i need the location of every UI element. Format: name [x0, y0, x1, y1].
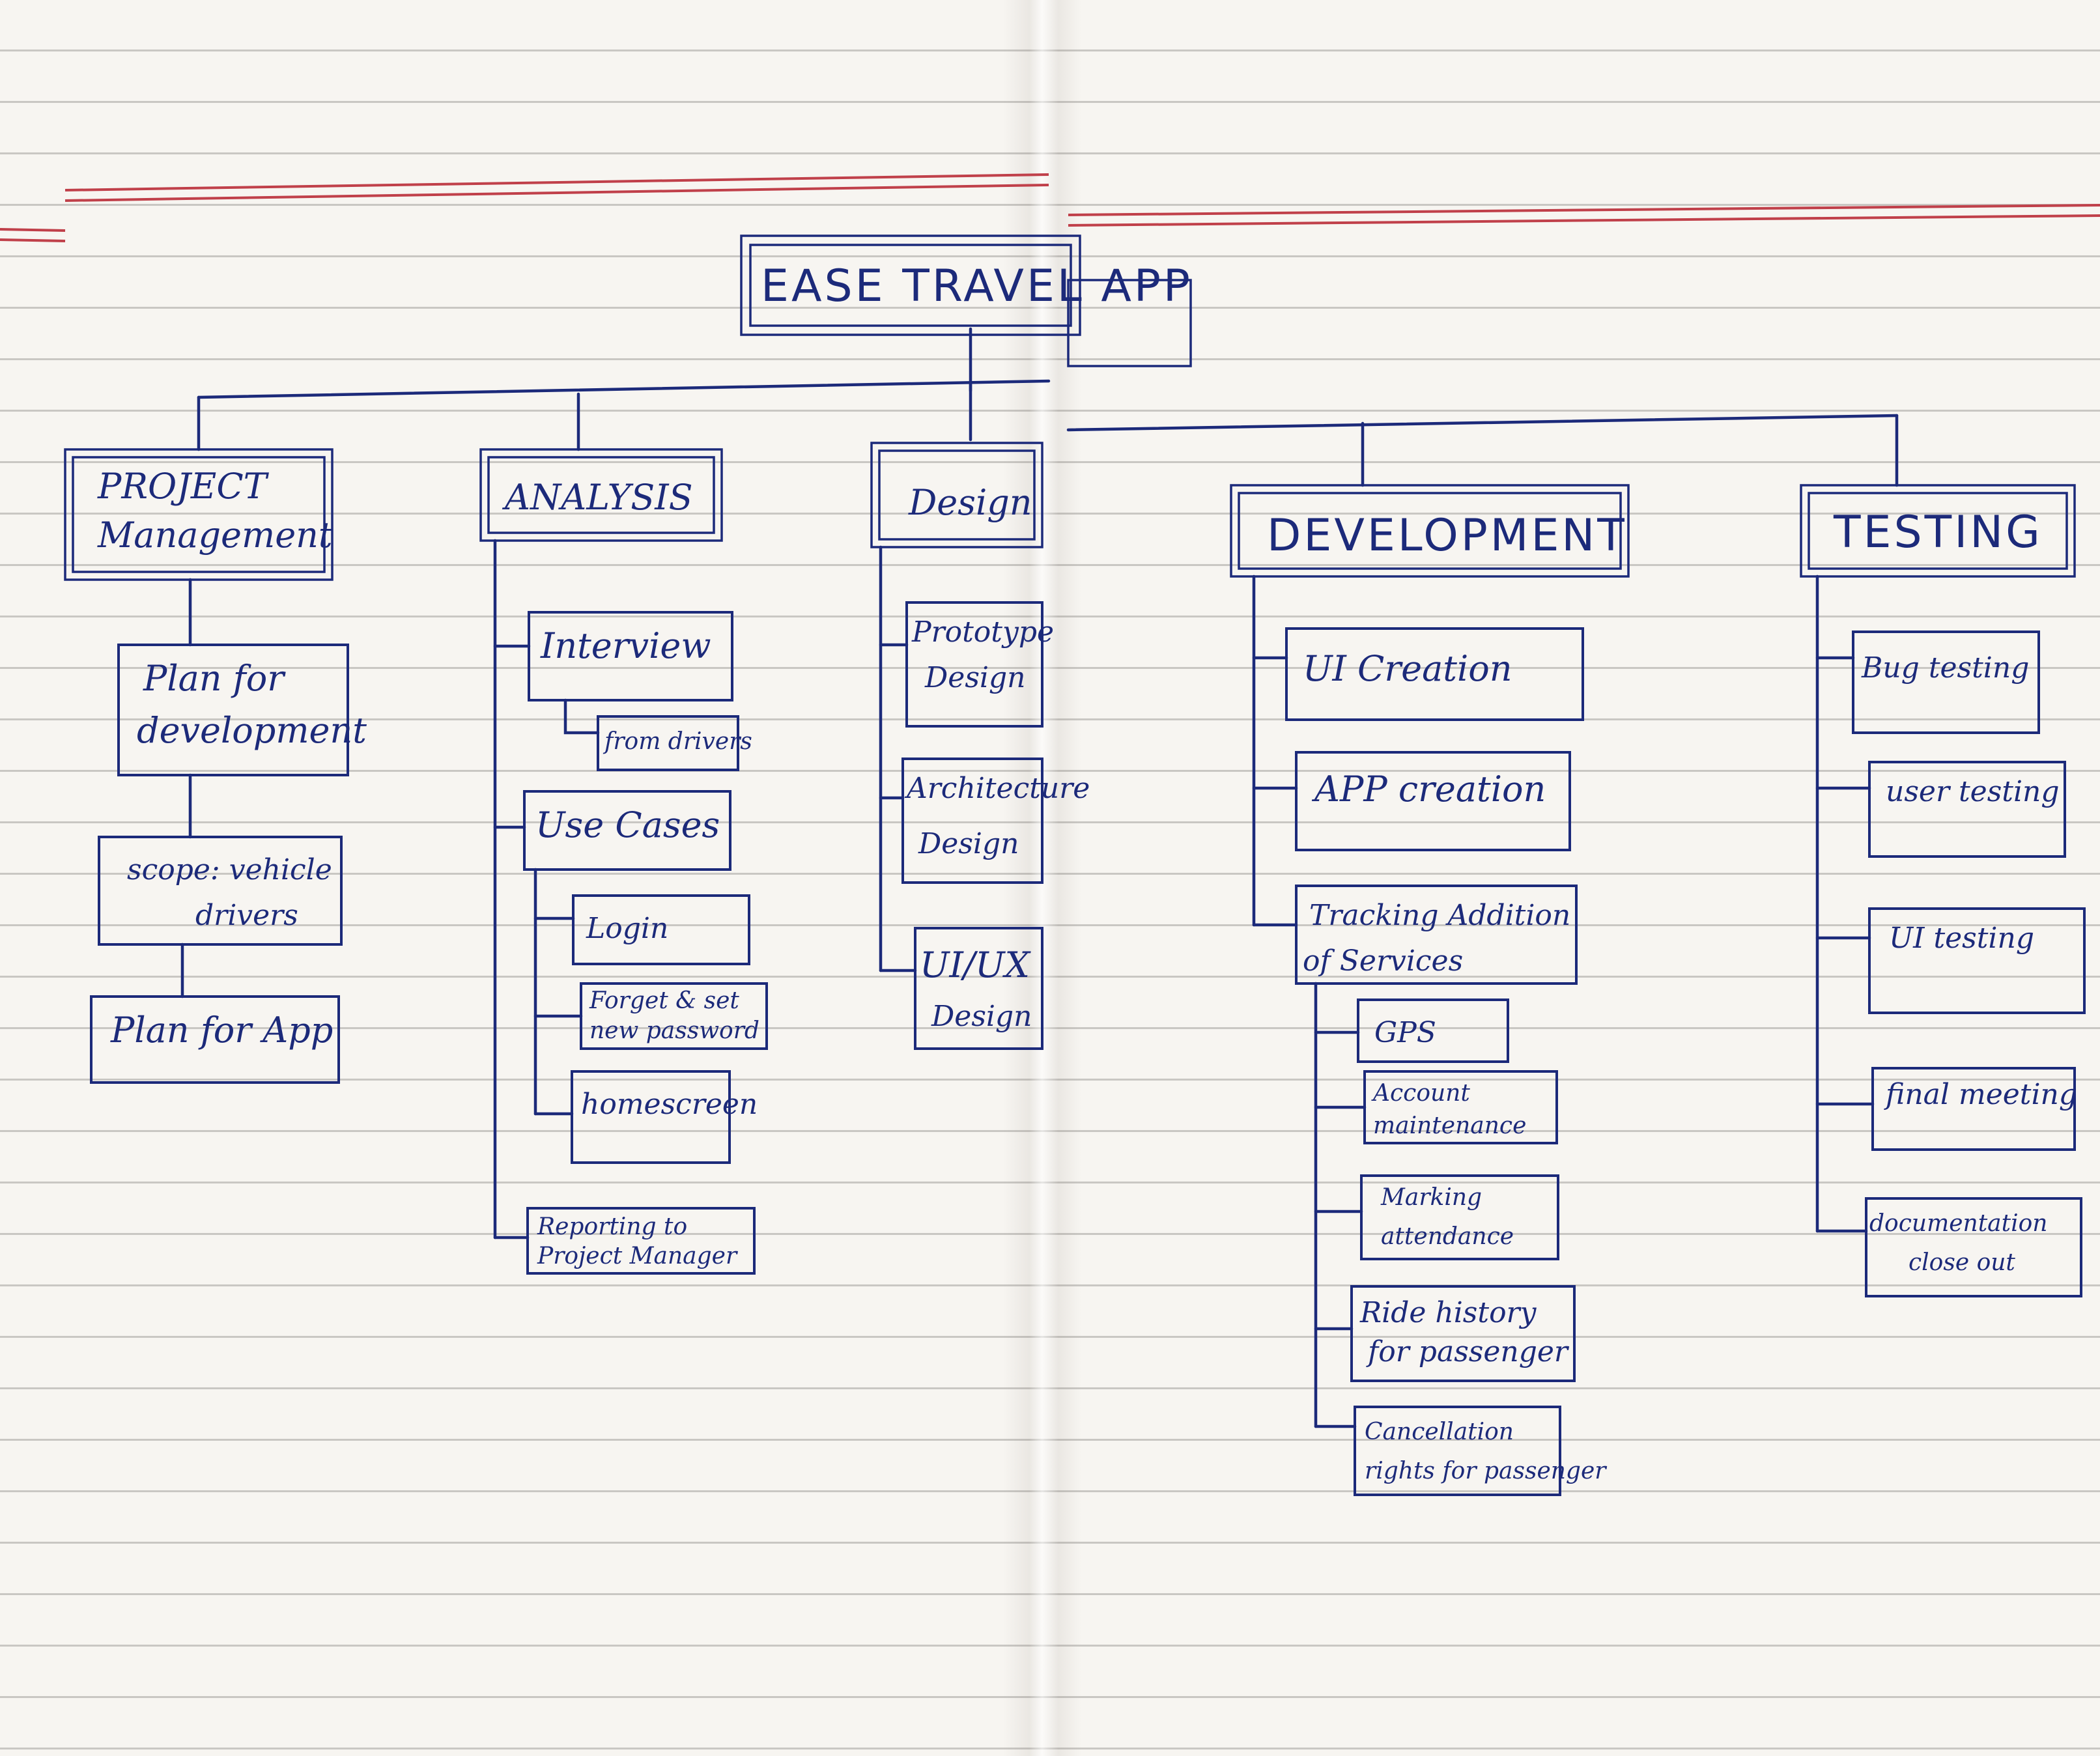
branch-project-management: PROJECT Management Plan for development …	[64, 448, 367, 1084]
development-item-account-line2: maintenance	[1373, 1112, 1526, 1139]
development-item-tracking-line2: of Services	[1303, 944, 1463, 978]
development-item-ui-creation: UI Creation	[1303, 648, 1512, 689]
development-item-marking-line2: attendance	[1381, 1223, 1514, 1250]
development-item-cancellation-line2: rights for passenger	[1365, 1458, 1607, 1484]
pm-item-2-line1: scope: vehicle	[127, 853, 332, 886]
pm-title-line1: PROJECT	[97, 466, 270, 507]
testing-item-bug: Bug testing	[1861, 651, 2029, 685]
testing-item-user: user testing	[1886, 775, 2060, 808]
design-item-1-line1: Prototype	[911, 616, 1054, 649]
development-item-account-line1: Account	[1371, 1080, 1470, 1107]
development-item-cancellation-line1: Cancellation	[1365, 1419, 1514, 1445]
analysis-item-from-drivers: from drivers	[603, 728, 752, 755]
testing-item-documentation-line1: documentation	[1869, 1210, 2047, 1237]
root-title: EASE TRAVEL APP	[761, 261, 1193, 312]
pm-title-line2: Management	[97, 515, 333, 556]
analysis-item-reporting-line2: Project Manager	[537, 1243, 738, 1269]
pm-item-1-line1: Plan for	[143, 658, 286, 699]
pm-item-3: Plan for App	[110, 1010, 333, 1051]
development-item-marking-line1: Marking	[1380, 1184, 1482, 1211]
analysis-item-homescreen: homescreen	[581, 1088, 758, 1121]
analysis-item-interview: Interview	[540, 625, 711, 666]
analysis-item-use-cases: Use Cases	[535, 804, 720, 845]
pm-item-1-line2: development	[137, 710, 367, 751]
analysis-item-forget-line2: new password	[589, 1017, 759, 1044]
analysis-item-forget-line1: Forget & set	[589, 987, 739, 1014]
analysis-item-reporting-line1: Reporting to	[537, 1213, 687, 1240]
testing-item-final-meeting: final meeting	[1884, 1078, 2077, 1111]
development-item-ride-history-line2: for passenger	[1366, 1335, 1570, 1368]
development-title: DEVELOPMENT	[1267, 510, 1627, 561]
development-item-tracking-line1: Tracking Addition	[1309, 899, 1570, 932]
analysis-item-login: Login	[586, 912, 668, 945]
branch-testing: TESTING Bug testing user testing UI test…	[1800, 484, 2086, 1297]
testing-item-ui: UI testing	[1889, 922, 2034, 955]
analysis-title: ANALYSIS	[502, 477, 693, 518]
development-item-app-creation: APP creation	[1311, 769, 1546, 810]
design-item-2-line1: Architecture	[904, 772, 1090, 805]
design-title: Design	[908, 482, 1032, 523]
design-item-1-line2: Design	[924, 661, 1025, 694]
design-item-2-line2: Design	[918, 827, 1019, 860]
connectors	[197, 327, 1899, 487]
branch-analysis: ANALYSIS Interview from drivers Use Case…	[479, 448, 768, 1275]
development-item-gps: GPS	[1374, 1016, 1436, 1049]
branch-development: DEVELOPMENT UI Creation APP creation Tra…	[1230, 484, 1630, 1496]
design-item-3-line1: UI/UX	[920, 944, 1032, 985]
testing-title: TESTING	[1833, 507, 2043, 558]
branch-design: Design Prototype Design Architecture Des…	[870, 442, 1090, 1050]
red-margin-lines	[0, 173, 2100, 242]
root-node: EASE TRAVEL APP	[740, 234, 1193, 367]
testing-item-documentation-line2: close out	[1908, 1249, 2015, 1276]
pm-item-2-line2: drivers	[195, 899, 298, 932]
development-item-ride-history-line1: Ride history	[1359, 1296, 1537, 1329]
design-item-3-line2: Design	[931, 1000, 1032, 1033]
